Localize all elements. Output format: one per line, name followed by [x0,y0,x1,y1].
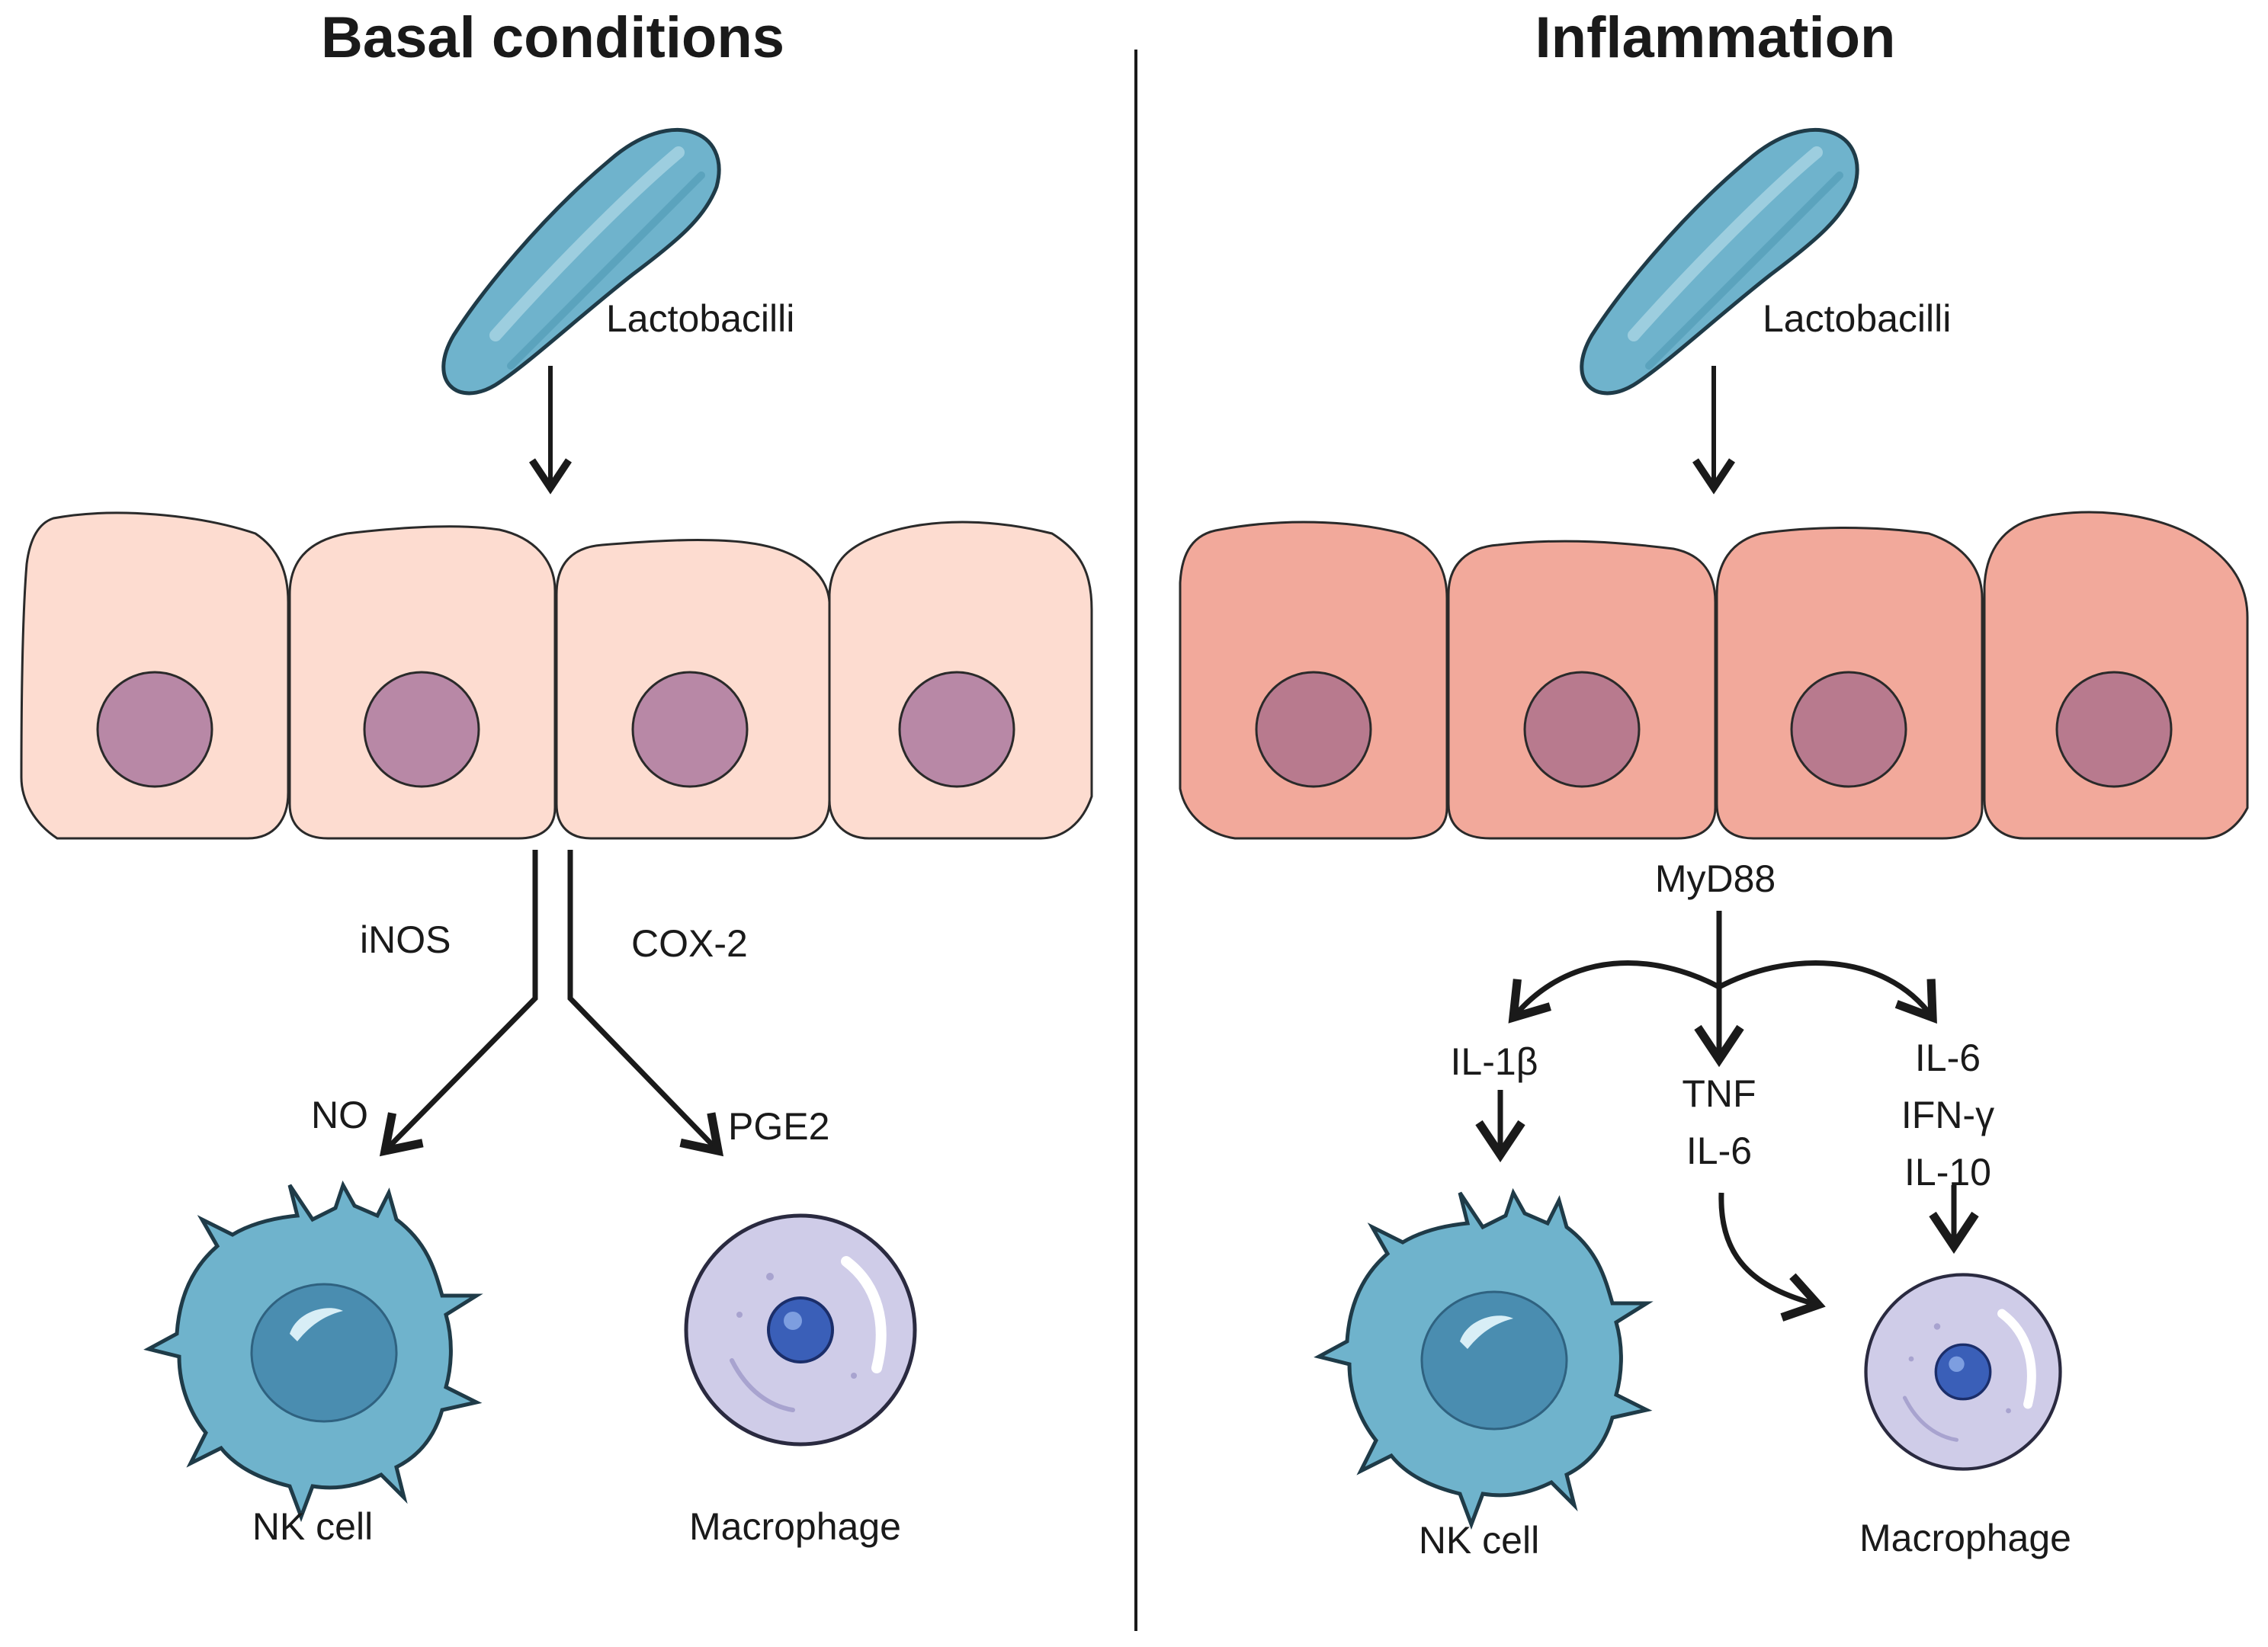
il1b-label: IL-1β [1451,1040,1538,1083]
myd88-il1b-arrow [1508,960,1721,1024]
ifng-label: IFN-γ [1901,1094,1994,1136]
basal-nuclei [96,671,1015,788]
tnf-macrophage-arrow [1718,1192,1826,1322]
pge2-label: PGE2 [728,1105,829,1148]
inflamed-nuclei [1255,671,2173,788]
myd88-il6-arrow [1718,960,1937,1024]
il10-label: IL-10 [1904,1151,1991,1194]
basal-lactobacilli-label: Lactobacilli [606,297,794,340]
inflammation-macrophage-label: Macrophage [1859,1517,2071,1559]
inflammation-macrophage-icon [1866,1275,2061,1469]
inflammation-lactobacilli-label: Lactobacilli [1763,297,1951,340]
inflammation-lactobacilli-icon [1582,130,1857,393]
inflamed-epithelium [1179,511,2249,840]
inflammation-nk-cell-label: NK cell [1419,1519,1539,1562]
inflammation-title: Inflammation [1535,5,1896,70]
cox2-label: COX-2 [631,922,748,965]
basal-nk-cell-icon [149,1185,476,1517]
il6-right-label: IL-6 [1915,1037,1981,1079]
basal-title: Basal conditions [321,5,784,70]
basal-lactobacilli-icon [444,130,719,393]
basal-inos-arrow [379,850,538,1157]
basal-macrophage-icon [686,1216,915,1444]
basal-nk-cell-label: NK cell [252,1505,373,1548]
basal-cox2-arrow [567,850,724,1157]
basal-epithelium [20,511,1093,840]
tnf-label: TNF [1682,1072,1756,1115]
inos-label: iNOS [360,918,451,961]
inflammation-nk-cell-icon [1319,1193,1647,1524]
basal-macrophage-label: Macrophage [689,1505,901,1548]
myd88-label: MyD88 [1655,857,1776,900]
no-label: NO [311,1094,368,1136]
il6-mid-label: IL-6 [1686,1130,1752,1172]
